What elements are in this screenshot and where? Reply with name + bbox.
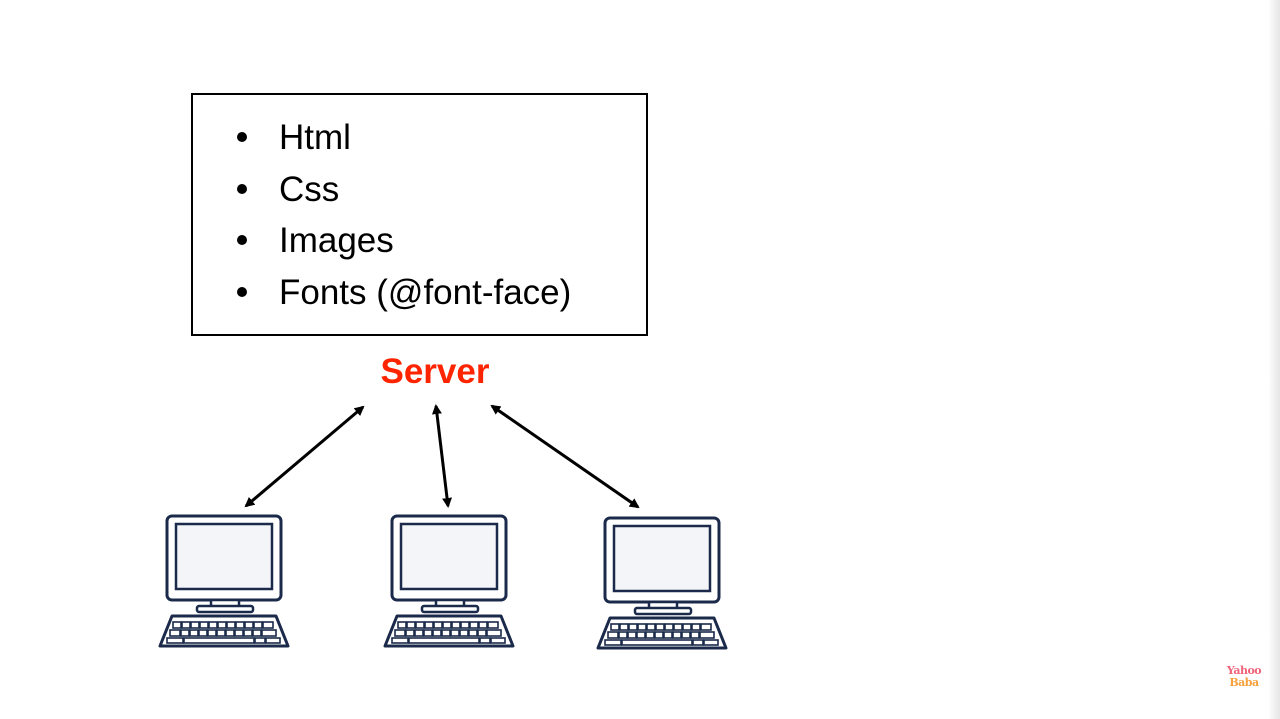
- server-label: Server: [380, 352, 490, 391]
- resource-item-images: Images: [233, 215, 571, 267]
- watermark-logo: Yahoo Baba: [1214, 665, 1274, 689]
- watermark-line-1: Yahoo: [1226, 664, 1262, 677]
- arrow-server-client-3: [490, 404, 640, 509]
- resource-item-label: Html: [279, 118, 351, 157]
- page-edge-shadow: [1268, 0, 1280, 719]
- resource-item-label: Css: [279, 169, 340, 209]
- resource-item-label: Fonts (@font-face): [279, 272, 572, 312]
- arrow-server-client-2: [431, 404, 453, 508]
- arrow-server-client-1: [244, 405, 365, 508]
- bullet-icon: [237, 235, 247, 245]
- resource-item-label: Images: [279, 221, 394, 260]
- resource-item-html: Html: [233, 112, 571, 164]
- desktop-computer-icon: [383, 514, 515, 648]
- resource-item-fonts: Fonts (@font-face): [233, 267, 571, 319]
- bullet-icon: [237, 132, 247, 142]
- server-resources-box: Html Css Images Fonts (@font-face): [191, 93, 648, 336]
- bullet-icon: [237, 286, 247, 297]
- resource-list: Html Css Images Fonts (@font-face): [233, 112, 571, 318]
- resource-item-css: Css: [233, 164, 571, 216]
- desktop-computer-icon: [596, 516, 728, 650]
- watermark-line-2: Baba: [1229, 676, 1259, 689]
- bullet-icon: [237, 183, 247, 194]
- desktop-computer-icon: [158, 514, 290, 648]
